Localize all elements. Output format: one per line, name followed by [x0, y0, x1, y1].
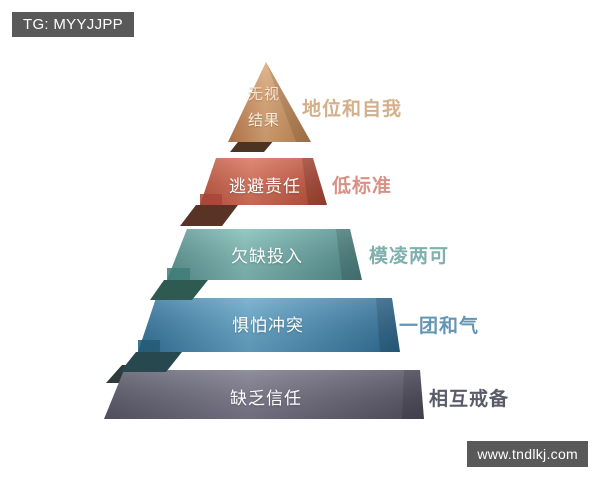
pyramid-level-4-bevel: [376, 298, 400, 352]
pyramid-level-3-bevel: [336, 229, 362, 280]
pyramid-level-4-sheen: [138, 298, 400, 352]
pyramid-level-5: [104, 365, 424, 419]
pyramid-level-2-shadow: [180, 205, 238, 226]
bottom-right-watermark-url: www.tndlkj.com: [467, 441, 588, 467]
pyramid-level-2-sheen: [200, 158, 327, 205]
pyramid-level-2-bevel: [302, 158, 327, 205]
pyramid-level-4-fold: [138, 340, 160, 352]
pyramid-level-5-sheen: [104, 370, 424, 419]
pyramid-level-3-sheen: [167, 229, 362, 280]
pyramid-level-1-sheen: [228, 62, 311, 142]
pyramid-level-4: [120, 298, 400, 372]
pyramid-level-3-fold: [167, 268, 190, 280]
pyramid-level-3: [150, 229, 362, 300]
pyramid-level-5-bevel: [402, 370, 424, 419]
pyramid-level-2-fold: [200, 194, 222, 205]
top-left-watermark-tag: TG: MYYJJPP: [12, 12, 134, 37]
pyramid-level-1-bevel: [266, 62, 311, 142]
pyramid-level-4-shadow: [120, 352, 182, 372]
pyramid-level-3-shadow: [150, 280, 208, 300]
pyramid-level-2: [180, 158, 327, 226]
pyramid-level-1: [228, 62, 311, 152]
